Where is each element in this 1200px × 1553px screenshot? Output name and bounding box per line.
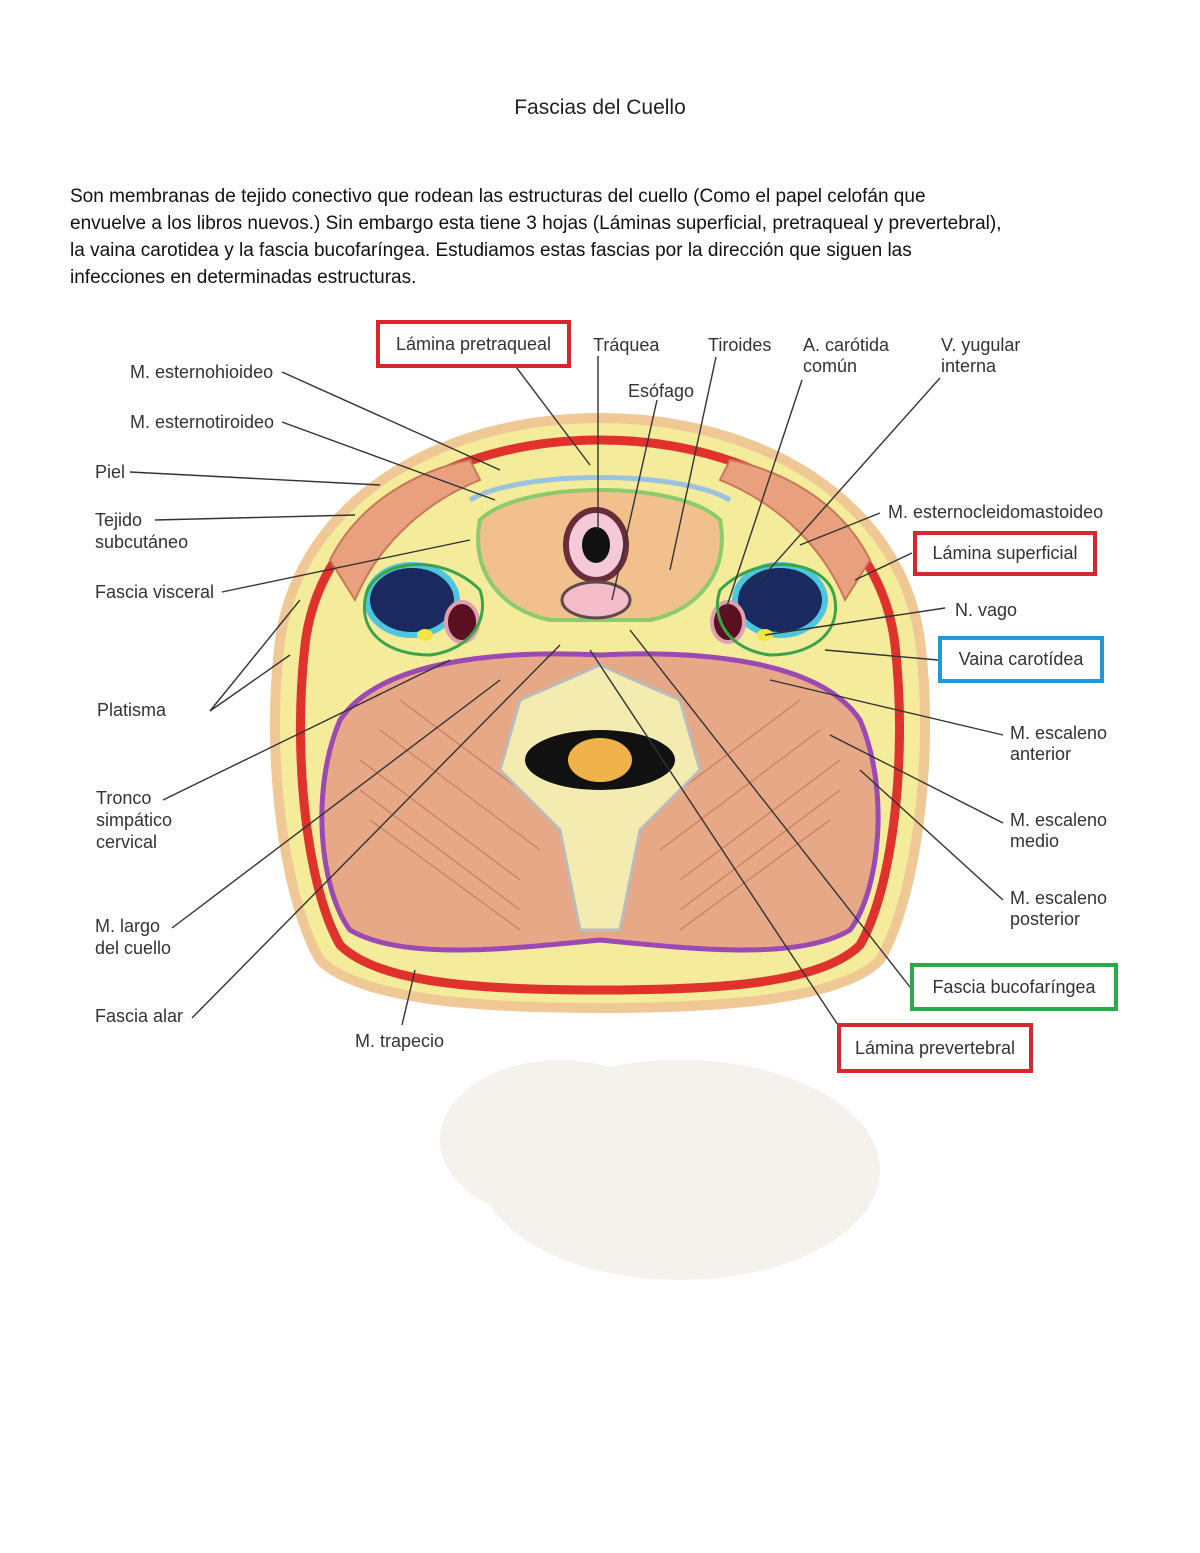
label-yugular-1: V. yugular <box>941 335 1021 355</box>
scm-left <box>328 458 482 603</box>
label-esc-post-2: posterior <box>1010 909 1081 929</box>
intro-line-2: envuelve a los libros nuevos.) Sin embar… <box>70 213 1002 234</box>
boxed-label-lamina-superficial: Lámina superficial <box>913 531 1097 576</box>
label-largo-1: M. largo <box>95 916 161 936</box>
label-esofago: Esófago <box>628 381 695 401</box>
label-largo-2: del cuello <box>95 938 172 958</box>
label-esternohioideo: M. esternohioideo <box>130 362 274 382</box>
esophagus <box>560 580 632 620</box>
label-carotida-2: común <box>803 356 858 376</box>
boxed-label-lamina-pretraqueal: Lámina pretraqueal <box>376 320 571 368</box>
label-yugular-2: interna <box>941 356 997 376</box>
intro-line-1: Son membranas de tejido conectivo que ro… <box>70 186 926 207</box>
label-esc-ant-1: M. escaleno <box>1010 723 1108 743</box>
intro-line-4: infecciones en determinadas estructuras. <box>70 267 417 288</box>
label-tejido-1: Tejido <box>95 510 143 530</box>
carotid-sheath-outline-right <box>715 563 838 657</box>
spinal-cord <box>568 738 632 782</box>
label-tejido-2: subcutáneo <box>95 532 189 552</box>
label-tronco-3: cervical <box>96 832 158 852</box>
vertebra <box>498 663 702 932</box>
label-fascia-alar: Fascia alar <box>95 1006 184 1026</box>
carotid-sheath-outline <box>362 563 485 657</box>
label-esternotiroideo: M. esternotiroideo <box>130 412 275 432</box>
boxed-label-lamina-prevertebral: Lámina prevertebral <box>837 1023 1033 1073</box>
label-esc-med-2: medio <box>1010 831 1060 851</box>
boxed-label-vaina-carotidea: Vaina carotídea <box>938 636 1104 683</box>
intro-paragraph: Son membranas de tejido conectivo que ro… <box>70 183 1140 291</box>
intro-line-3: la vaina carotidea y la fascia bucofarín… <box>70 240 912 261</box>
superficial-lamina <box>295 435 905 995</box>
label-esc-post-1: M. escaleno <box>1010 888 1108 908</box>
watermark <box>440 1060 880 1280</box>
label-tronco-1: Tronco <box>96 788 152 808</box>
label-vago: N. vago <box>955 600 1018 620</box>
label-esc-ant-2: anterior <box>1010 744 1072 764</box>
label-traquea: Tráquea <box>593 335 660 355</box>
label-piel: Piel <box>95 462 126 482</box>
page-title: Fascias del Cuello <box>514 96 686 119</box>
boxed-label-fascia-bucofaringea: Fascia bucofaríngea <box>910 963 1118 1011</box>
leader-lines <box>129 354 1004 1026</box>
label-fascia-visceral: Fascia visceral <box>95 582 215 602</box>
label-tronco-2: simpático <box>96 810 173 830</box>
label-esc-med-1: M. escaleno <box>1010 810 1108 830</box>
trachea-lumen <box>582 527 610 563</box>
label-platisma: Platisma <box>97 700 167 720</box>
vagus-left <box>417 629 433 641</box>
carotid-left <box>444 600 480 644</box>
label-trapecio: M. trapecio <box>355 1031 445 1051</box>
jugular-right <box>732 562 828 638</box>
label-ecm: M. esternocleidomastoideo <box>888 502 1104 522</box>
pretracheal-lamina <box>468 475 732 503</box>
scm-right <box>718 458 872 603</box>
label-tiroides: Tiroides <box>708 335 772 355</box>
label-carotida-1: A. carótida <box>803 335 890 355</box>
